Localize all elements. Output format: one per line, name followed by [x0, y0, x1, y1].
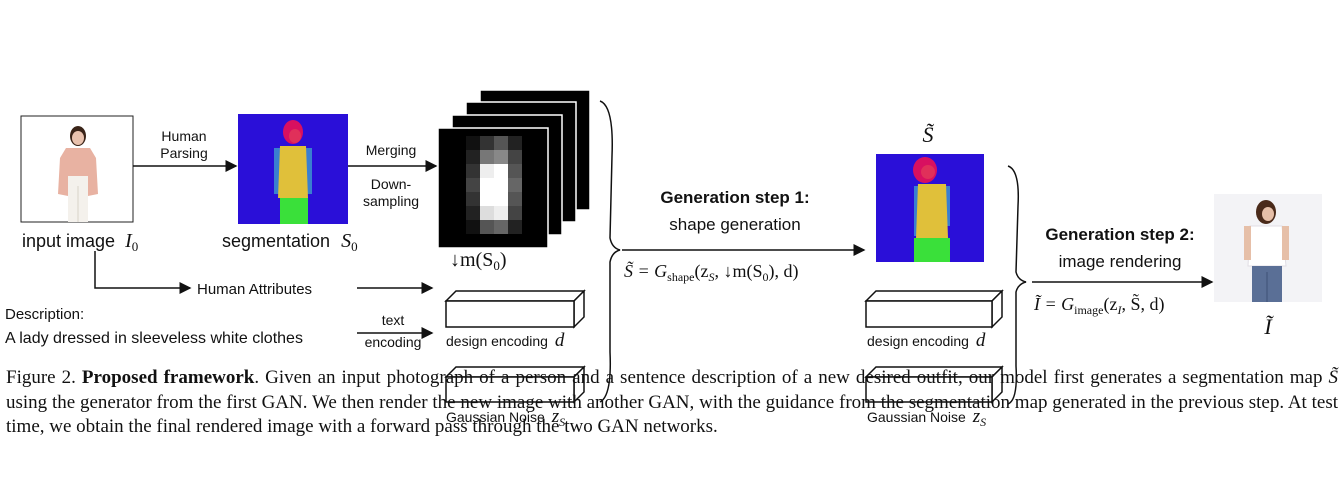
step1-subtitle: shape generation: [669, 215, 800, 234]
human-attributes-label: Human Attributes: [197, 281, 312, 298]
caption-text-2: using the generator from the first GAN. …: [6, 391, 1338, 438]
generated-segmentation: [876, 154, 984, 262]
caption-text-1: . Given an input photograph of a person …: [254, 367, 1329, 388]
downsampling-label-1: Down-: [371, 176, 412, 192]
gaussian-noise-box-1: [444, 365, 586, 404]
rendered-output-photo: [1214, 194, 1322, 302]
caption-symbol: S̃: [1328, 367, 1339, 388]
segmentation-map: [238, 114, 348, 224]
final-output-symbol: Ĩ: [1263, 314, 1274, 339]
human-parsing-label-2: Parsing: [160, 145, 207, 161]
step2-title: Generation step 2:: [1045, 225, 1194, 244]
right-brace: [1007, 165, 1027, 405]
design-encoding-box-2: [864, 289, 1004, 329]
input-image-label: input image I0: [22, 230, 138, 254]
downsampled-map-label: ↓m(S0): [450, 249, 507, 273]
figure-label: Figure 2.: [6, 367, 76, 388]
text-encoding-label-2: encoding: [365, 334, 422, 350]
downsampling-label-2: sampling: [363, 193, 419, 209]
design-encoding-box-1: [444, 289, 586, 329]
step1-title: Generation step 1:: [660, 188, 809, 207]
step2-subtitle: image rendering: [1059, 252, 1182, 271]
merging-label: Merging: [366, 142, 417, 158]
human-attributes-path: [94, 251, 192, 294]
gaussian-noise-label-1: Gaussian Noise zS: [446, 406, 565, 429]
downsampled-silhouette: [466, 136, 522, 234]
design-encoding-label-2: design encoding d: [867, 330, 986, 351]
caption-bold-title: Proposed framework: [81, 367, 255, 388]
human-parsing-label-1: Human: [161, 128, 206, 144]
segmentation-label: segmentation S0: [222, 230, 358, 254]
shape-output-symbol: S̃: [923, 122, 935, 147]
step1-formula: S̃ = Gshape(zS, ↓m(S0), d): [624, 261, 798, 284]
left-brace: [599, 100, 621, 403]
figure-caption: Figure 2. Proposed framework. Given an i…: [6, 366, 1338, 440]
step2-formula: Ĩ = Gimage(zI, S̃, d): [1033, 292, 1164, 317]
description-title: Description:: [5, 306, 84, 323]
input-photo: [20, 115, 134, 223]
text-encoding-label-1: text: [382, 312, 405, 328]
description-text: A lady dressed in sleeveless white cloth…: [5, 330, 303, 347]
design-encoding-label-1: design encoding d: [446, 330, 565, 351]
gaussian-noise-label-2: Gaussian Noise zS: [867, 406, 986, 429]
downsampled-map-stack: [437, 89, 591, 249]
gaussian-noise-box-2: [864, 365, 1004, 404]
